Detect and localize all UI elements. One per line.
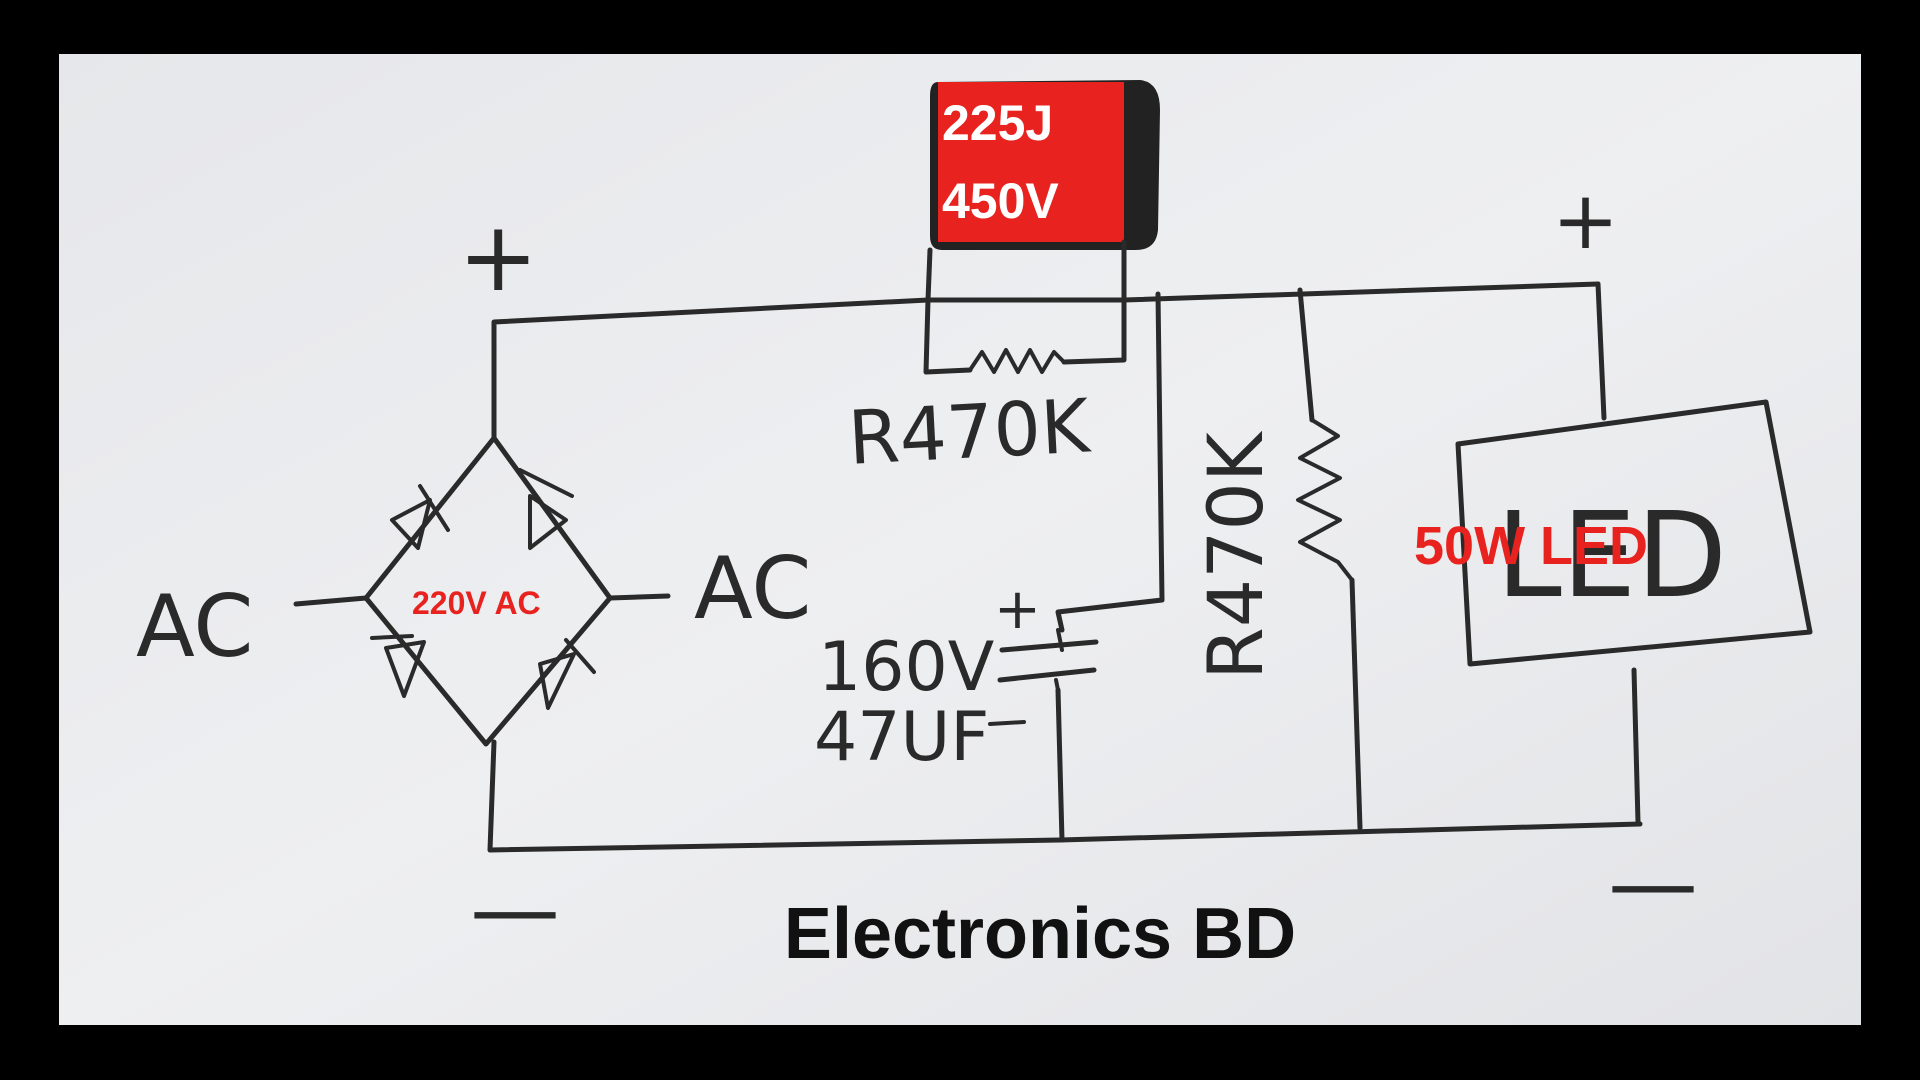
led-module: LED 50W LED [1414,399,1813,667]
film-capacitor: 225J 450V [925,80,1160,303]
diode-top-left [390,484,450,550]
capacitor-voltage: 450V [942,173,1059,229]
vertical-resistor-zigzag [1296,418,1354,582]
cap-capacitance: 47UF [814,698,989,777]
led-overlay-label: 50W LED [1414,516,1648,576]
footer-title: Electronics BD [784,894,1296,974]
diode-bottom-right [538,638,596,710]
electrolytic-capacitor: + 160V 47UF [814,577,1099,777]
plus-right: + [1552,174,1619,267]
vertical-resistor-label: R470K [1191,430,1280,680]
cap-plus: + [994,577,1041,642]
capacitor-code: 225J [942,95,1053,151]
capacitor-overlay-box [938,82,1124,242]
plus-left: + [458,201,538,313]
top-resistor-zigzag [968,348,1066,374]
bridge-label: 220V AC [412,585,541,621]
bridge-rectifier: 220V AC [363,435,613,747]
minus-left: — [470,857,560,962]
led-box-label: LED [1496,486,1727,624]
ac-left-label: AC [136,577,253,677]
top-resistor-label: R470K [846,383,1094,482]
wires [293,281,1643,853]
diode-bottom-left [370,634,426,698]
cap-voltage: 160V [818,628,994,707]
ac-right-label: AC [694,539,811,639]
minus-right: — [1608,831,1698,936]
diode-top-right [518,468,574,550]
